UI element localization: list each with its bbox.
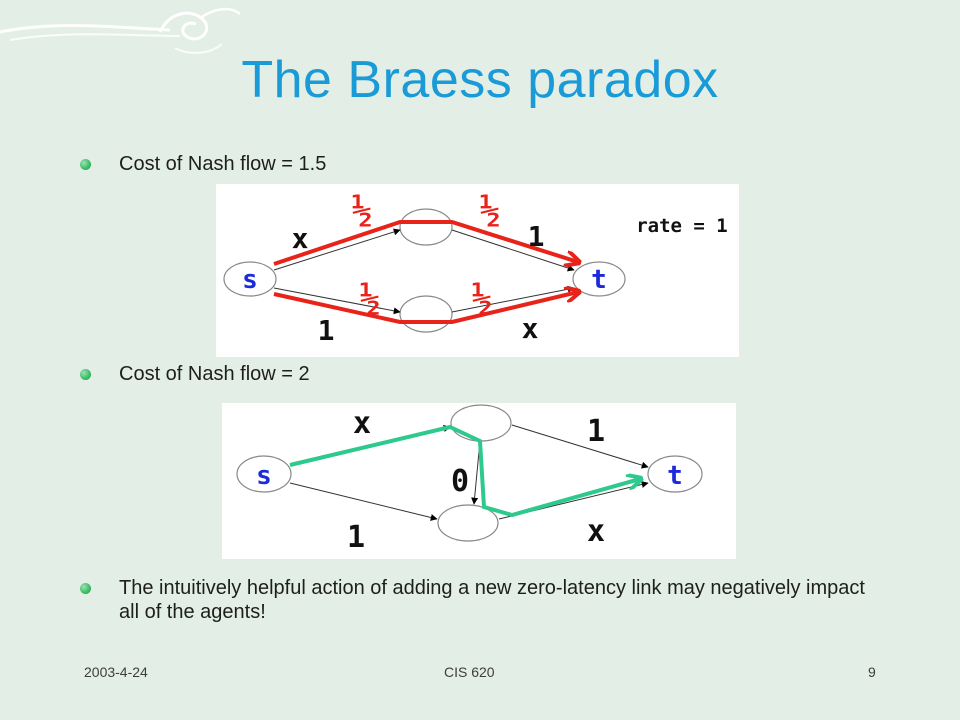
latency-bottom-right: x [587, 514, 605, 549]
flow-fraction-bottom-right: ½ [472, 279, 492, 319]
bullet-dot-icon [80, 159, 91, 170]
node-upper [450, 404, 512, 442]
target-label: t [591, 265, 607, 295]
bullet-text: Cost of Nash flow = 1.5 [119, 153, 327, 175]
flow-path [289, 424, 640, 518]
decorative-swirl [0, 7, 241, 54]
edge-s-upper [273, 228, 401, 271]
edge-upper-t [511, 424, 649, 469]
flow-fraction-top-left: ½ [352, 191, 372, 231]
latency-bottom-left: 1 [347, 520, 365, 555]
target-label: t [667, 461, 683, 491]
latency-top-right: 1 [587, 414, 605, 449]
bullet-dot-icon [80, 369, 91, 380]
bullet-dot-icon [80, 583, 91, 594]
flow-fraction-top-right: ½ [480, 191, 500, 231]
edge-s-lower [273, 287, 401, 315]
flow-path-lower [273, 292, 578, 324]
edge-lower-t [451, 285, 575, 313]
rate-label: rate = 1 [636, 215, 728, 237]
latency-bottom-left: 1 [318, 314, 335, 347]
footer-page-number: 9 [868, 664, 876, 680]
latency-shortcut: 0 [451, 464, 469, 499]
network-diagram-with-shortcut: s t x 1 0 1 x [222, 403, 736, 559]
latency-top-left: x [292, 222, 309, 255]
node-upper [399, 208, 453, 246]
source-label: s [256, 461, 272, 491]
node-target [647, 455, 703, 493]
network-diagram-original: s t x 1 1 x ½ ½ ½ ½ rate = 1 [216, 184, 739, 357]
node-source [236, 455, 292, 493]
latency-bottom-right: x [522, 312, 539, 345]
source-label: s [242, 265, 258, 295]
flow-path-upper [273, 220, 578, 264]
node-source [223, 261, 277, 297]
edge-s-lower [289, 482, 438, 521]
slide-title: The Braess paradox [241, 51, 719, 109]
footer-course: CIS 620 [444, 664, 495, 680]
bullet-text: The intuitively helpful action of adding… [119, 577, 865, 623]
node-target [572, 261, 626, 297]
latency-top-left: x [353, 406, 371, 441]
node-lower [399, 295, 453, 333]
flow-fraction-bottom-left: ½ [360, 279, 380, 319]
latency-top-right: 1 [528, 220, 545, 253]
bullet-text: Cost of Nash flow = 2 [119, 363, 310, 385]
edge-upper-t [451, 229, 575, 272]
footer-date: 2003-4-24 [84, 664, 148, 680]
node-lower [437, 504, 499, 542]
